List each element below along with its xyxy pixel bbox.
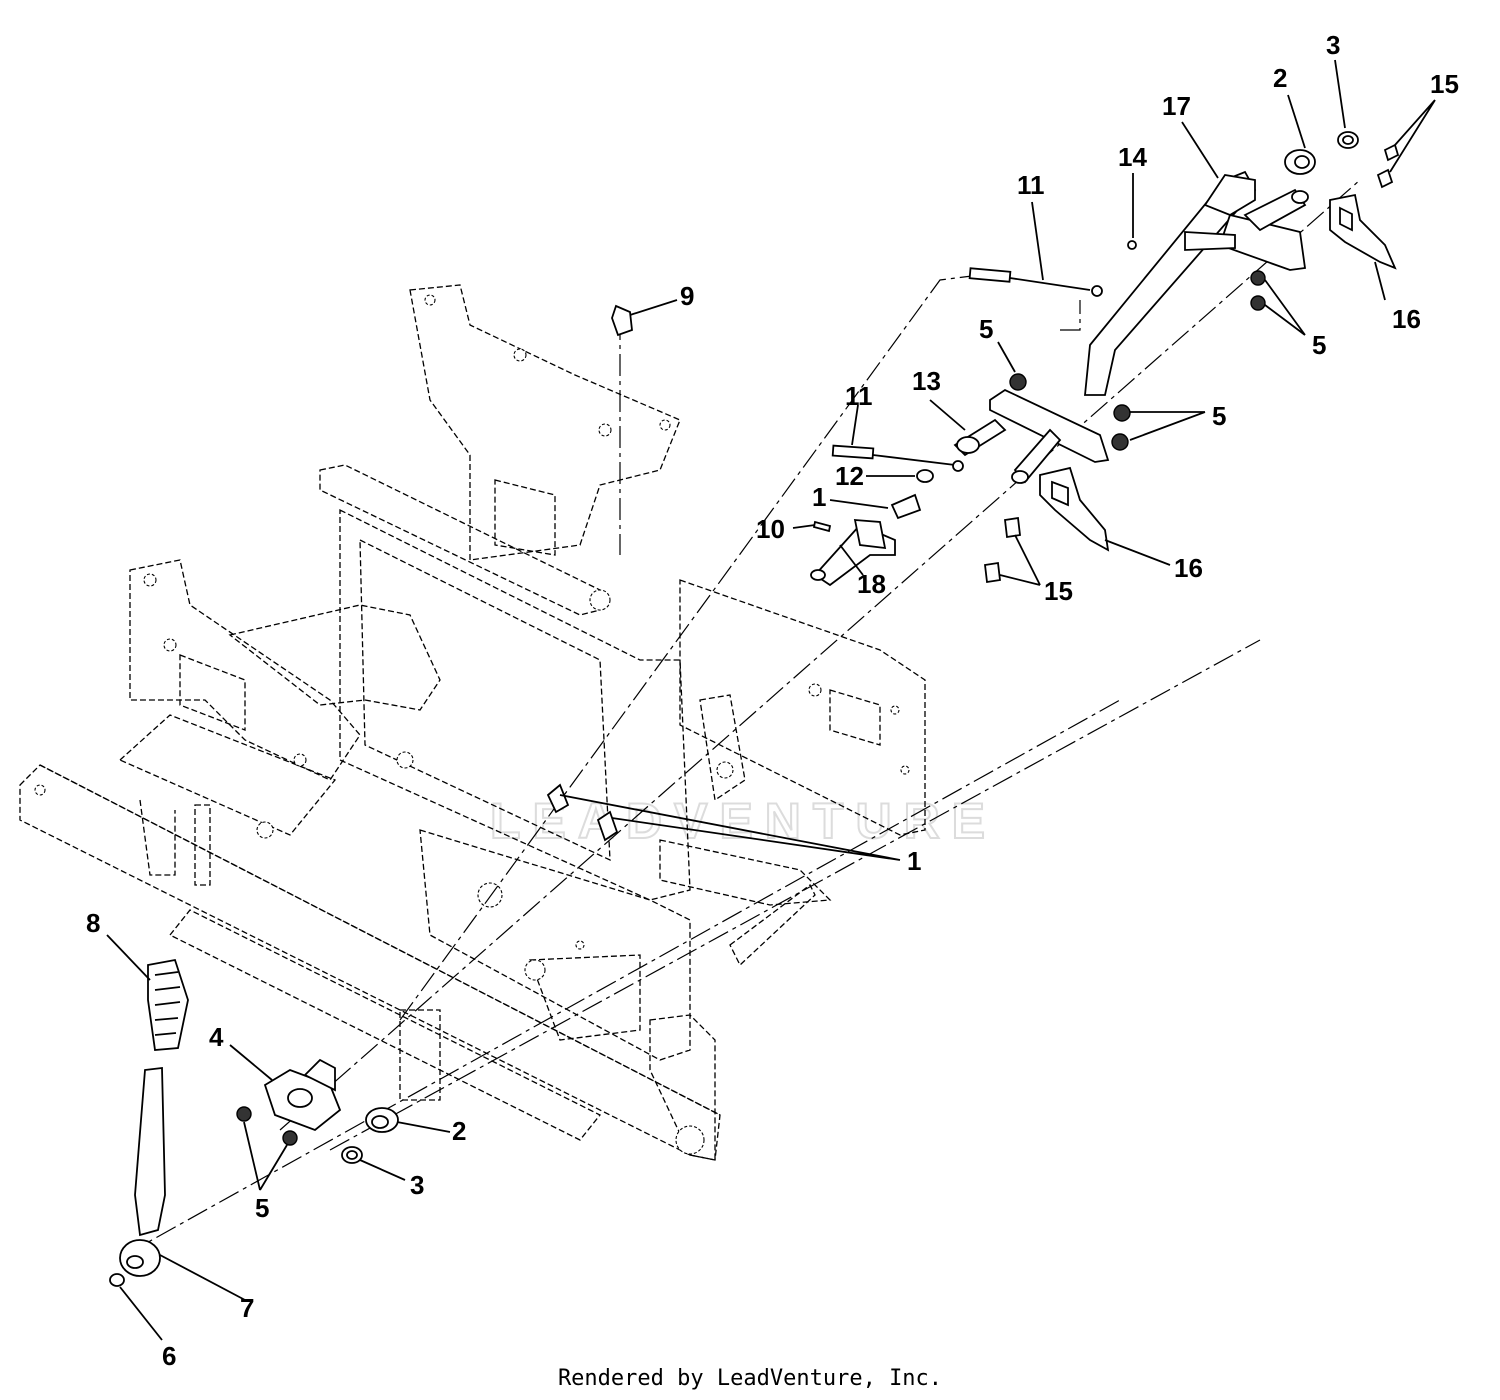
callout-11-top: 11 (1017, 170, 1045, 200)
callout-10: 10 (756, 514, 785, 544)
part-2-bushing-top (1284, 149, 1316, 175)
callout-5-mid: 5 (979, 314, 993, 344)
callout-labels: 17 2 3 15 14 11 9 16 5 5 13 5 11 12 1 10… (86, 30, 1459, 1371)
part-1-bolts-lower (546, 783, 619, 842)
callout-2-top: 2 (1273, 63, 1287, 93)
callout-8: 8 (86, 908, 100, 938)
part-17-bracket-weldment (1084, 170, 1307, 396)
callout-16-mid: 16 (1174, 553, 1203, 583)
callout-5-right: 5 (1212, 401, 1226, 431)
part-tube (1243, 188, 1309, 232)
chassis-frame (19, 284, 926, 1161)
part-10-cotter-pin (812, 520, 832, 533)
part-15-bolts-mid (984, 516, 1021, 584)
part-18-arm (810, 519, 896, 587)
callout-1-mid: 1 (812, 482, 826, 512)
callout-2-bottom: 2 (452, 1116, 466, 1146)
callout-5-bottom: 5 (255, 1193, 269, 1223)
part-3-ring-top (1337, 131, 1359, 149)
callout-5-upper-right: 5 (1312, 330, 1326, 360)
callout-16-top: 16 (1392, 304, 1421, 334)
part-4-flange-bearing (263, 1058, 342, 1132)
part-5-nut-mid (1009, 373, 1027, 391)
part-11-cable-mid (831, 444, 964, 472)
callout-6: 6 (162, 1341, 176, 1371)
part-12-washer (916, 469, 934, 483)
assembly-axes (124, 179, 1361, 1256)
part-5-nuts-upper-right (1250, 270, 1266, 311)
callout-14: 14 (1118, 142, 1147, 172)
part-5-nuts-bottom (236, 1106, 298, 1146)
part-13-link-plate (953, 388, 1110, 463)
part-5-nuts-right (1111, 404, 1131, 451)
callout-18: 18 (857, 569, 886, 599)
callout-13: 13 (912, 366, 941, 396)
callout-3-bottom: 3 (410, 1170, 424, 1200)
callout-4: 4 (209, 1022, 224, 1052)
callout-12: 12 (835, 461, 864, 491)
callout-15-top: 15 (1430, 69, 1459, 99)
callout-17: 17 (1162, 91, 1191, 121)
part-9-clip (611, 304, 633, 337)
footer-credit: Rendered by LeadVenture, Inc. (557, 1366, 943, 1391)
callout-1-lower: 1 (907, 846, 921, 876)
part-16-plate-top (1329, 193, 1397, 270)
part-14-clip (1127, 240, 1137, 250)
callout-11-mid: 11 (845, 381, 873, 411)
callout-9: 9 (680, 281, 694, 311)
leader-lines (106, 59, 1436, 1341)
part-2-bushing-bottom (365, 1107, 399, 1133)
part-16-plate-mid (1039, 466, 1110, 552)
part-8-grip-pad (147, 958, 189, 1051)
callout-7: 7 (240, 1293, 254, 1323)
part-11-cable-top (968, 267, 1103, 297)
part-6-ring (109, 1273, 125, 1287)
part-15-bolts-top (1376, 143, 1400, 189)
part-7-lever-handle (119, 1066, 166, 1277)
part-pin (1011, 428, 1062, 484)
part-3-ring-bottom (341, 1146, 363, 1164)
callout-15-mid: 15 (1044, 576, 1073, 606)
part-1-bolt-mid (890, 493, 922, 520)
callout-3-top: 3 (1326, 30, 1340, 60)
